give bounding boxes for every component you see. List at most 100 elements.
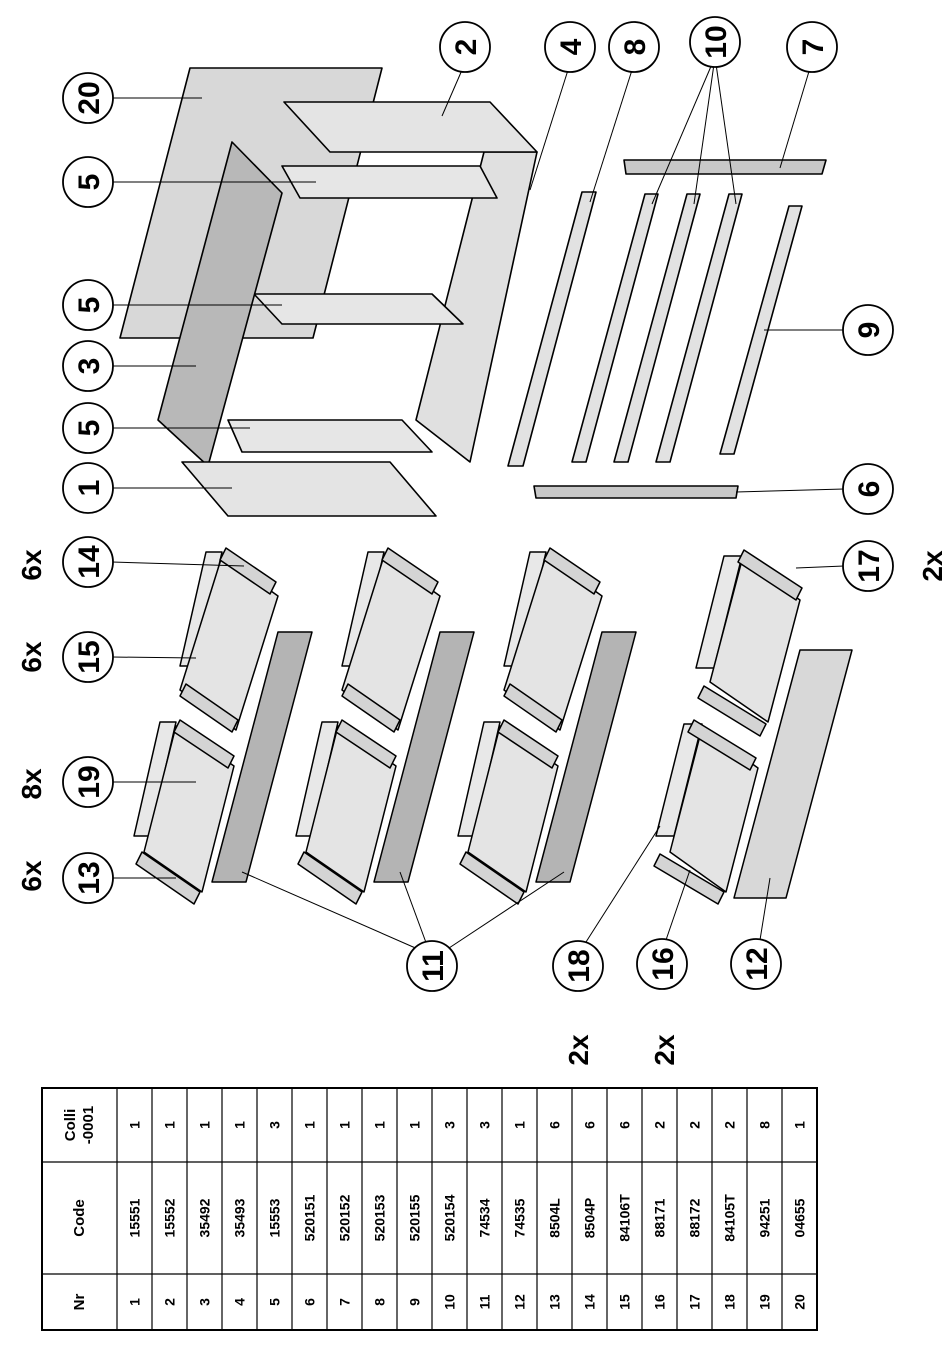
part-5-shelf-bottom (227, 419, 433, 453)
table-cell-nr: 1 (127, 1298, 143, 1306)
table-cell-colli: 1 (127, 1121, 143, 1129)
table-cell-colli: 1 (197, 1121, 213, 1129)
table-cell-nr: 6 (302, 1298, 318, 1306)
callout-5c-label: 5 (73, 420, 106, 437)
callout-7 (786, 21, 838, 73)
part-7-rail (623, 159, 827, 175)
callout-18-label: 18 (563, 949, 596, 982)
callout-19-label: 19 (73, 765, 106, 798)
table-cell-code: 520152 (337, 1194, 353, 1241)
table-cell-code: 84106T (617, 1194, 633, 1242)
table-cell-colli: 1 (337, 1121, 353, 1129)
part-6-rail (533, 485, 739, 499)
lower-runner (687, 719, 757, 771)
table-grid (42, 1088, 818, 1330)
qty-18: 2x (563, 1034, 594, 1066)
callout-8-label: 8 (619, 39, 652, 56)
callout-17 (842, 540, 894, 592)
callout-5b-label: 5 (73, 297, 106, 314)
table-cell-code: 35493 (232, 1198, 248, 1237)
table-cell-code: 520153 (372, 1194, 388, 1241)
callout-9-label: 9 (853, 322, 886, 339)
callout-11 (406, 940, 458, 992)
table-cell-nr: 4 (232, 1298, 248, 1306)
header-colli: Colli (62, 1109, 79, 1142)
table-cell-nr: 10 (442, 1294, 458, 1310)
part-10-rail-a (571, 193, 659, 463)
table-cell-code: 8504L (547, 1198, 563, 1238)
callout-13-label: 13 (73, 861, 106, 894)
table-cell-nr: 11 (477, 1294, 493, 1309)
callout-17-label: 17 (853, 549, 886, 582)
table-cell-code: 8504P (582, 1198, 598, 1238)
table-cell-nr: 9 (407, 1298, 423, 1306)
table-cell-colli: 1 (512, 1121, 528, 1129)
table-cell-colli: 6 (547, 1121, 563, 1129)
table-cell-code: 520154 (442, 1194, 458, 1241)
callout-2-label: 2 (450, 39, 483, 56)
qty-13: 6x (16, 860, 47, 892)
table-cell-code: 74535 (512, 1198, 528, 1237)
table-cell-colli: 3 (477, 1121, 493, 1129)
part-10-rail-c (655, 193, 743, 463)
table-cell-nr: 19 (757, 1294, 773, 1310)
callout-2 (439, 21, 491, 73)
table-cell-colli: 6 (582, 1121, 598, 1129)
callout-5a-label: 5 (73, 174, 106, 191)
callout-6-label: 6 (853, 481, 886, 498)
table-cell-colli: 2 (687, 1121, 703, 1129)
callout-10-label: 10 (700, 25, 733, 58)
callout-14-label: 14 (73, 545, 106, 579)
drawer-set-1 (133, 547, 313, 905)
part-10-rail-b (613, 193, 701, 463)
part-2-top-panel (283, 101, 538, 153)
drawer-set-3 (457, 547, 637, 905)
table-cell-colli: 8 (757, 1121, 773, 1129)
callout-6 (842, 463, 894, 515)
callout-15 (62, 631, 114, 683)
header-code: Code (71, 1199, 88, 1237)
table-cell-colli: 2 (722, 1121, 738, 1129)
table-cell-code: 88171 (652, 1198, 668, 1237)
table-cell-nr: 13 (547, 1294, 563, 1310)
table-border (41, 1087, 818, 1331)
table-cell-code: 04655 (792, 1198, 808, 1237)
table-cell-nr: 12 (512, 1294, 528, 1310)
table-cell-nr: 18 (722, 1294, 738, 1310)
table-cell-colli: 1 (372, 1121, 388, 1129)
table-cell-nr: 7 (337, 1298, 353, 1306)
drawer-set-2 (295, 547, 475, 905)
part-9-rail (719, 205, 803, 455)
callout-19 (62, 756, 114, 808)
callout-12-label: 12 (741, 947, 774, 980)
callouts (62, 16, 894, 992)
callout-12 (730, 938, 782, 990)
leader-lines (111, 63, 845, 951)
table-cell-code: 520155 (407, 1194, 423, 1241)
callout-5c (62, 402, 114, 454)
table-cell-colli: 6 (617, 1121, 633, 1129)
table-cell-code: 35492 (197, 1198, 213, 1237)
callout-9 (842, 304, 894, 356)
table-cell-code: 15553 (267, 1198, 283, 1237)
header-colli-sub: -0001 (80, 1106, 97, 1144)
part-17-runner (737, 549, 803, 601)
table-cell-colli: 2 (652, 1121, 668, 1129)
table-cell-colli: 1 (407, 1121, 423, 1129)
part-12-front-panel (733, 649, 853, 899)
table-cell-nr: 3 (197, 1298, 213, 1306)
parts-table: Colli-0001CodeNr115551111555221354923135… (41, 1087, 818, 1331)
callout-16 (636, 938, 688, 990)
callout-1 (62, 462, 114, 514)
qty-15: 6x (16, 641, 47, 673)
header-nr: Nr (71, 1294, 88, 1311)
callout-16-label: 16 (647, 947, 680, 980)
callout-5b (62, 279, 114, 331)
table-cell-colli: 3 (442, 1121, 458, 1129)
cabinet-assembly (119, 67, 538, 517)
callout-10 (689, 16, 741, 68)
table-cell-code: 74534 (477, 1198, 493, 1237)
callout-4 (544, 21, 596, 73)
callout-13 (62, 852, 114, 904)
